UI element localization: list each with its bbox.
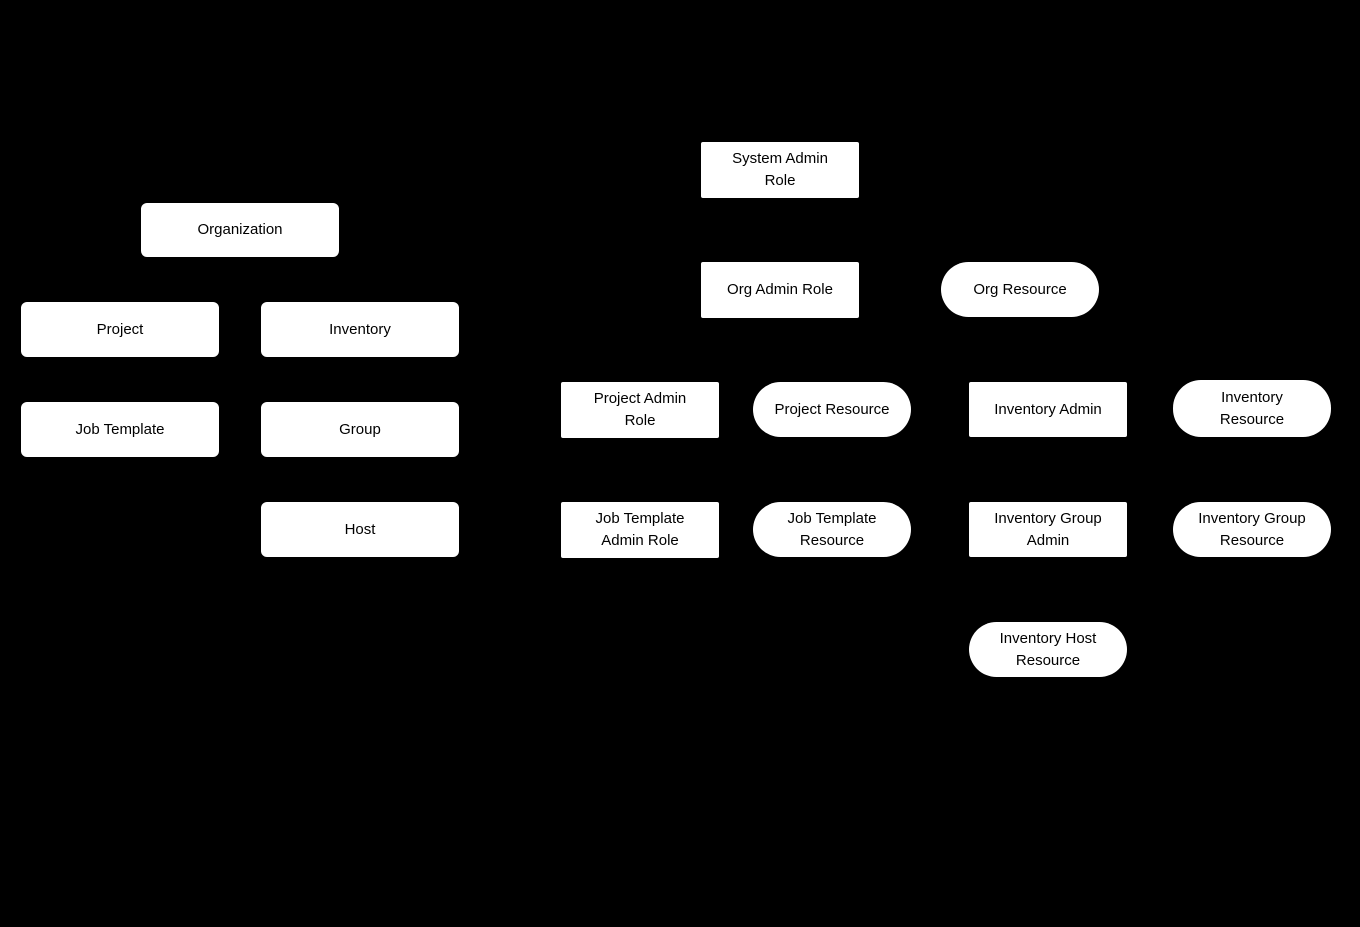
node-inventory-admin: Inventory Admin: [969, 382, 1127, 437]
node-inventory-group-resource: Inventory Group Resource: [1173, 502, 1331, 557]
node-label: Inventory Host Resource: [999, 629, 1097, 669]
node-label: Organization: [197, 221, 283, 239]
node-label: Org Resource: [973, 280, 1067, 298]
node-organization: Organization: [141, 203, 339, 257]
node-inventory-resource: Inventory Resource: [1173, 380, 1331, 437]
node-inventory-host-resource: Inventory Host Resource: [969, 622, 1127, 677]
node-host: Host: [261, 502, 459, 557]
node-org-resource: Org Resource: [941, 262, 1099, 317]
node-label: Job Template Resource: [787, 509, 877, 549]
node-label: Inventory Admin: [994, 400, 1102, 418]
node-inventory-group-admin: Inventory Group Admin: [969, 502, 1127, 557]
node-label: Host: [344, 520, 376, 538]
node-group: Group: [261, 402, 459, 457]
node-project: Project: [21, 302, 219, 357]
node-system-admin-role: System Admin Role: [701, 142, 859, 198]
node-org-admin-role: Org Admin Role: [701, 262, 859, 318]
node-label: Project: [96, 320, 144, 338]
node-label: System Admin Role: [732, 150, 828, 189]
node-job-template: Job Template: [21, 402, 219, 457]
node-label: Job Template Admin Role: [595, 510, 685, 549]
node-job-template-admin-role: Job Template Admin Role: [561, 502, 719, 558]
node-project-resource: Project Resource: [753, 382, 911, 437]
node-project-admin-role: Project Admin Role: [561, 382, 719, 438]
node-inventory: Inventory: [261, 302, 459, 357]
node-label: Group: [339, 420, 381, 438]
node-label: Project Resource: [774, 400, 890, 418]
node-label: Inventory: [329, 320, 391, 338]
node-job-template-resource: Job Template Resource: [753, 502, 911, 557]
node-label: Inventory Group Resource: [1198, 509, 1306, 549]
node-label: Inventory Group Admin: [994, 509, 1102, 549]
node-label: Inventory Resource: [1219, 388, 1285, 428]
node-label: Job Template: [75, 420, 165, 438]
node-label: Project Admin Role: [593, 390, 687, 429]
node-label: Org Admin Role: [727, 281, 833, 299]
